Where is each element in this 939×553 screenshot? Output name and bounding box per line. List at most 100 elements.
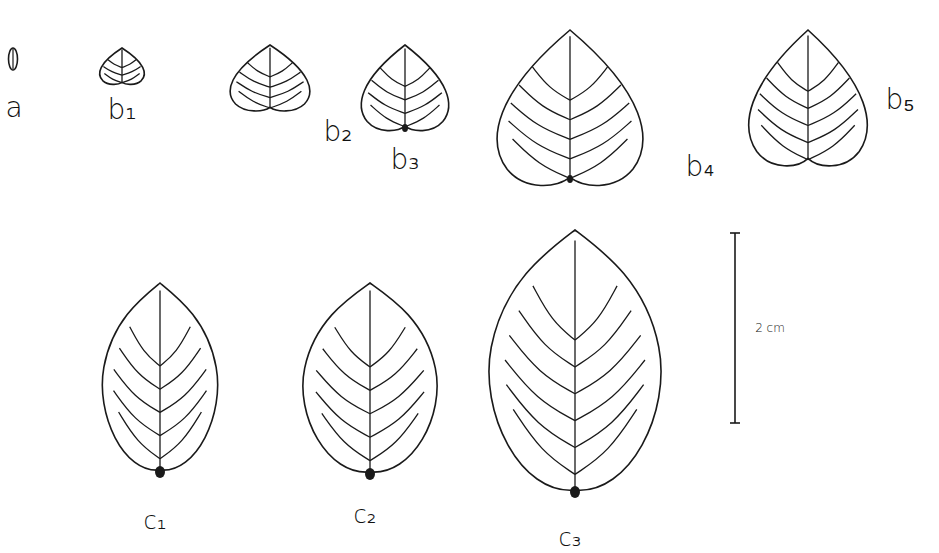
figure-label: b₂ bbox=[324, 118, 353, 146]
leaf-vein bbox=[122, 59, 136, 67]
scale-line bbox=[734, 233, 736, 423]
leaf-vein bbox=[405, 93, 442, 114]
leaf-vein bbox=[160, 412, 201, 459]
leaf-vein bbox=[323, 349, 370, 391]
leaf bbox=[102, 283, 217, 478]
leaf-outline bbox=[361, 45, 448, 131]
scale-tick bbox=[730, 422, 740, 424]
scale-bar bbox=[730, 233, 740, 423]
leaf-outline bbox=[100, 48, 145, 84]
leaf-vein bbox=[575, 311, 631, 367]
figure-label: a bbox=[5, 94, 22, 122]
leaf-vein bbox=[570, 103, 629, 139]
figure-label: c₃ bbox=[559, 526, 582, 550]
leaf-outline bbox=[749, 30, 867, 166]
leaf-vein bbox=[247, 63, 270, 77]
leaf bbox=[303, 283, 437, 480]
leaf-vein bbox=[370, 392, 424, 437]
leaf-vein bbox=[505, 360, 575, 421]
figure-label: b₃ bbox=[391, 146, 420, 174]
scale-tick bbox=[730, 232, 740, 234]
leaf-vein bbox=[760, 94, 808, 126]
leaf-vein bbox=[570, 85, 621, 120]
leaf-vein bbox=[513, 139, 570, 179]
leaf-vein bbox=[12, 49, 13, 69]
leaf-vein bbox=[808, 94, 856, 126]
leaf bbox=[100, 48, 145, 84]
scale-label: 2 cm bbox=[755, 322, 785, 334]
leaf-outline bbox=[102, 283, 217, 470]
leaf-vein bbox=[119, 348, 160, 389]
leaf-vein bbox=[575, 335, 641, 394]
leaf-vein bbox=[532, 67, 570, 100]
leaf-vein bbox=[575, 360, 645, 421]
leaf-vein bbox=[370, 413, 418, 460]
leaf-vein bbox=[807, 36, 808, 159]
leaf-vein bbox=[114, 391, 160, 436]
leaf-vein bbox=[509, 121, 570, 159]
leaf-vein bbox=[533, 286, 575, 340]
leaf-vein bbox=[370, 370, 424, 413]
leaf-vein bbox=[270, 91, 301, 108]
leaf-vein bbox=[405, 105, 439, 127]
petiole-stub bbox=[567, 175, 573, 183]
leaf-vein bbox=[160, 369, 206, 412]
leaf-vein bbox=[808, 62, 839, 91]
leaf-vein bbox=[574, 240, 575, 490]
leaf-vein bbox=[270, 82, 304, 98]
leaf-vein bbox=[369, 291, 370, 472]
leaf-outline bbox=[303, 283, 437, 472]
leaf-vein bbox=[575, 286, 617, 340]
leaf-vein bbox=[160, 391, 206, 436]
leaf-vein bbox=[575, 385, 644, 448]
leaf-vein bbox=[316, 392, 370, 437]
leaf-vein bbox=[322, 413, 370, 460]
leaf-vein bbox=[519, 85, 570, 120]
leaf-vein bbox=[371, 105, 405, 127]
leaf-vein bbox=[130, 327, 160, 366]
leaf-vein bbox=[368, 93, 405, 114]
leaf-vein bbox=[767, 78, 808, 108]
petiole-stub bbox=[570, 486, 580, 498]
figure-label: b₅ bbox=[885, 86, 914, 114]
leaf-vein bbox=[159, 290, 160, 470]
leaf-outline bbox=[489, 230, 661, 490]
leaf bbox=[230, 45, 310, 111]
figure-label: b₁ bbox=[108, 96, 137, 124]
leaf-vein bbox=[808, 78, 849, 108]
leaf-vein bbox=[405, 68, 430, 86]
leaf-vein bbox=[114, 369, 160, 412]
leaf-vein bbox=[119, 412, 160, 459]
petiole-stub bbox=[155, 466, 165, 478]
leaf-vein bbox=[569, 36, 570, 177]
figure-label: c₂ bbox=[354, 503, 377, 527]
leaf-vein bbox=[370, 349, 417, 391]
leaf-vein bbox=[270, 63, 293, 77]
petiole-stub bbox=[365, 468, 375, 480]
leaf-vein bbox=[808, 109, 858, 142]
leaf-vein bbox=[506, 385, 575, 448]
leaf-vein bbox=[519, 311, 575, 367]
leaf-vein bbox=[316, 370, 370, 413]
petiole-stub bbox=[402, 124, 408, 132]
leaf-vein bbox=[570, 121, 631, 159]
leaf-outline bbox=[230, 45, 310, 111]
leaf-vein bbox=[777, 62, 808, 91]
leaf-vein bbox=[570, 67, 608, 100]
leaf-vein bbox=[122, 67, 141, 76]
leaf-vein bbox=[160, 348, 201, 389]
leaf-outline bbox=[9, 48, 18, 70]
leaf-vein bbox=[236, 82, 270, 98]
leaf-vein bbox=[404, 48, 405, 125]
leaf bbox=[489, 230, 661, 498]
leaf-vein bbox=[269, 48, 270, 108]
leaf bbox=[749, 30, 867, 166]
leaf-vein bbox=[370, 327, 405, 367]
leaf-vein bbox=[239, 91, 270, 108]
leaf bbox=[361, 45, 448, 132]
leaf-vein bbox=[808, 125, 855, 160]
leaf bbox=[497, 30, 643, 185]
leaf-vein bbox=[509, 335, 575, 394]
